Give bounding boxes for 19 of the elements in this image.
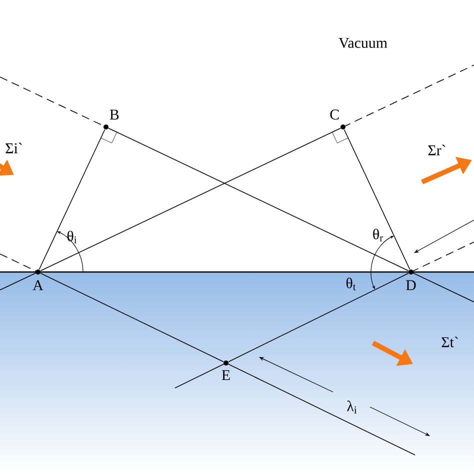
- symbol-label: θ$_{r}$: [373, 228, 383, 242]
- symbol-label: Σr`: [428, 144, 446, 156]
- symbol-label: λ$_{i}$: [347, 400, 357, 414]
- ray-line: [40, 272, 224, 362]
- point-label: D: [406, 280, 416, 290]
- point-label: E: [222, 370, 230, 380]
- ray-line: [108, 128, 409, 272]
- ray-line: [38, 129, 106, 270]
- ray-line: [344, 129, 410, 270]
- symbol-label: θ$_{i}$: [67, 230, 77, 244]
- point-label: C: [330, 110, 339, 120]
- symbol-label: Vacuum: [338, 38, 388, 48]
- point-label: B: [110, 110, 119, 120]
- symbol-label: Σt`: [442, 336, 458, 348]
- symbol-label: θ$_{t}$: [346, 278, 356, 290]
- point-label: A: [32, 280, 44, 290]
- ray-line: [228, 272, 409, 362]
- ray-line: [40, 128, 341, 272]
- symbol-label: Σi`: [6, 142, 22, 154]
